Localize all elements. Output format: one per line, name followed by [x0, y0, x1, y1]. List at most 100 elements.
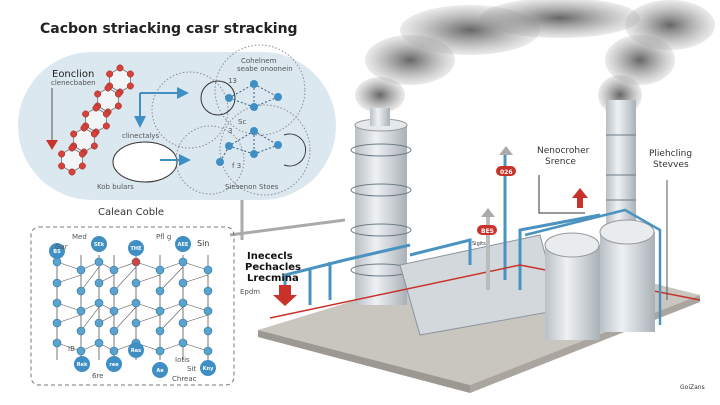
mark: 13	[228, 77, 237, 85]
atom-node	[102, 122, 110, 130]
lattice-node	[203, 265, 213, 275]
lattice-node	[109, 326, 119, 336]
label: Pfl g	[156, 233, 171, 241]
label: Kob bulars	[97, 183, 134, 191]
badge-node	[128, 342, 144, 358]
label: Siesenon Stoes	[225, 183, 279, 191]
lattice-node	[52, 298, 62, 308]
badge-node-label: Ae	[156, 368, 164, 374]
graph-edge	[253, 83, 279, 98]
graph-node	[250, 80, 258, 88]
down-arrow-icon	[273, 285, 297, 306]
badge-node	[91, 236, 107, 252]
lattice-node	[94, 278, 104, 288]
label: 6re	[92, 372, 103, 380]
atom-node	[58, 162, 66, 170]
badge	[496, 166, 516, 176]
atom-node	[116, 64, 124, 72]
network-graph	[216, 80, 282, 166]
atom-node	[126, 70, 134, 78]
lattice-node	[109, 346, 119, 356]
graph-edge	[228, 145, 255, 155]
callout: Inececls	[247, 251, 293, 262]
atom-node	[82, 110, 90, 118]
graph-node	[250, 103, 258, 111]
graph-edge	[253, 144, 279, 155]
graph-node	[274, 141, 282, 149]
section-caption: Calean Coble	[98, 207, 164, 218]
chimney	[606, 100, 636, 240]
atom-node	[106, 70, 114, 78]
lattice-node	[94, 257, 104, 267]
lattice-node	[203, 286, 213, 296]
label: Sigits	[472, 241, 486, 247]
atom-node	[92, 104, 100, 112]
lattice-node	[76, 265, 86, 275]
lattice-node	[178, 318, 188, 328]
lattice-node	[155, 326, 165, 336]
atom-node	[70, 130, 78, 138]
label: seabe onoonein	[237, 65, 293, 73]
badge-text: 026	[500, 169, 513, 176]
badge-node-label: AEE	[178, 242, 189, 248]
atom-node	[90, 130, 98, 138]
graph-edge	[253, 130, 279, 146]
atom-node	[58, 150, 66, 158]
mark: f 3	[232, 162, 241, 170]
mark: 3	[228, 127, 232, 135]
lattice-node	[52, 318, 62, 328]
label: Sin	[197, 239, 209, 248]
graph-edge	[253, 96, 279, 108]
badge-node-label: Rek	[77, 362, 88, 368]
up-arrow-icon	[572, 188, 588, 208]
label: Sit	[187, 365, 196, 373]
graph-node	[250, 150, 258, 158]
lattice-node	[52, 338, 62, 348]
badge-node	[49, 243, 65, 259]
industrial-plant: 026 BES Sigits	[258, 100, 701, 393]
callout: Srence	[545, 157, 576, 167]
lattice-node	[155, 306, 165, 316]
lattice-node	[109, 265, 119, 275]
lattice-node	[178, 278, 188, 288]
callout: Pechacles	[245, 262, 301, 273]
up-arrow-icon	[481, 208, 495, 217]
badge-node	[74, 356, 90, 372]
badge-node	[152, 362, 168, 378]
lattice-node	[155, 286, 165, 296]
lattice-node	[178, 257, 188, 267]
lattice-node	[109, 306, 119, 316]
lattice-node	[203, 306, 213, 316]
lattice-node	[94, 298, 104, 308]
lattice-node	[76, 286, 86, 296]
label: Med	[72, 233, 87, 241]
lattice-node	[178, 338, 188, 348]
graph-edge	[228, 83, 255, 99]
lattice-node	[76, 326, 86, 336]
graph-node	[225, 142, 233, 150]
atom-node	[78, 150, 86, 158]
mark: Sc	[238, 118, 246, 126]
label: clinectalys	[122, 132, 159, 140]
reaction-panel: Eonclion clenecbaben Cohelnem seabe onoo…	[18, 44, 336, 200]
storage-tank	[600, 232, 655, 332]
lattice-node	[76, 346, 86, 356]
badge-node-label: Kny	[203, 366, 214, 372]
atom-node	[94, 90, 102, 98]
smoke	[355, 0, 715, 115]
up-arrow-icon	[499, 146, 513, 155]
down-arrow-icon	[46, 140, 58, 150]
label: Cohelnem	[241, 57, 277, 65]
badge-text: BES	[481, 228, 494, 235]
badge-node-label: BS	[53, 249, 61, 255]
footer-label: GoiZans	[680, 384, 705, 391]
atom-node	[68, 168, 76, 176]
label: Gar	[55, 243, 68, 251]
lattice-node	[109, 286, 119, 296]
lattice-node	[155, 346, 165, 356]
lattice-node	[203, 326, 213, 336]
highlight-node	[131, 257, 141, 267]
badge-node-label: ree	[109, 362, 119, 368]
